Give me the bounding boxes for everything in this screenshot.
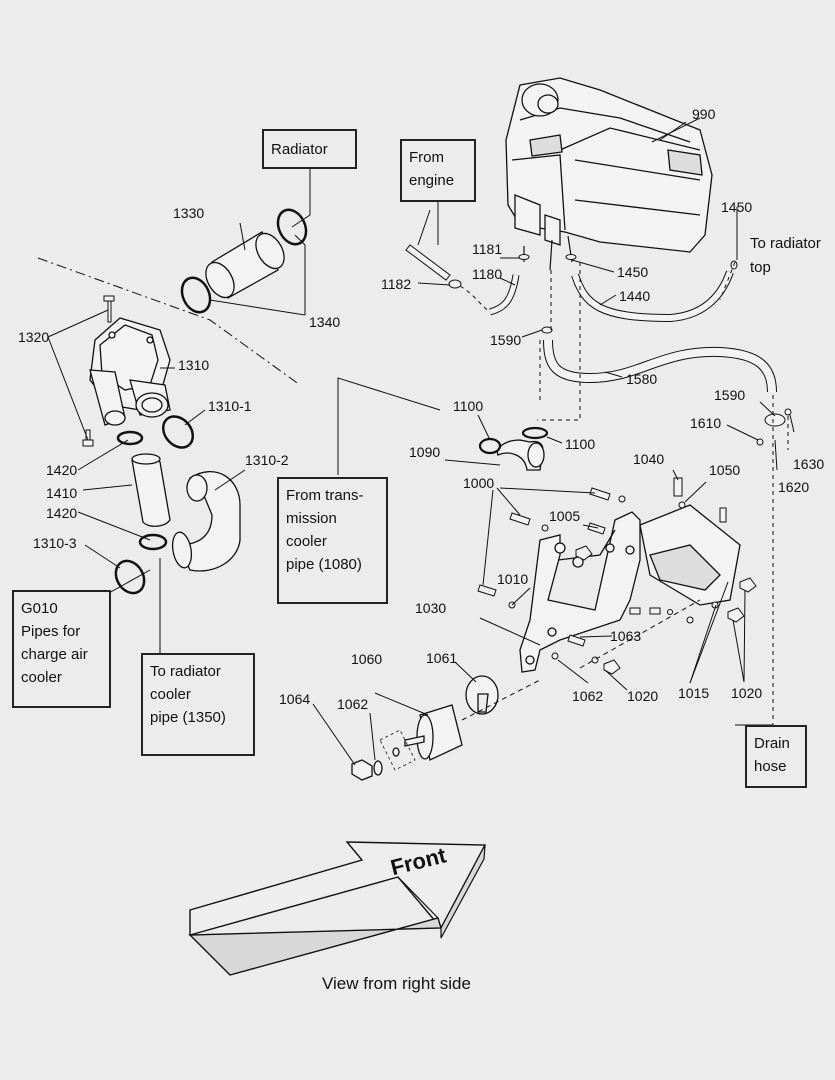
callout-1060: 1060 bbox=[351, 651, 383, 667]
clamps-1340 bbox=[180, 208, 308, 314]
callout-1630: 1630 bbox=[793, 456, 825, 472]
box-from-engine-line: engine bbox=[409, 172, 455, 189]
box-g010-line: cooler bbox=[21, 669, 62, 686]
hose-1310-2 bbox=[171, 471, 241, 572]
view-caption: View from right side bbox=[322, 974, 471, 993]
callout-1610: 1610 bbox=[690, 415, 722, 431]
callout-1062-left: 1062 bbox=[337, 696, 369, 712]
box-from-transmission: From trans- mission cooler pipe (1080) bbox=[277, 477, 388, 604]
callout-1064: 1064 bbox=[279, 691, 311, 707]
callout-1010: 1010 bbox=[497, 571, 529, 587]
box-g010-line: Pipes for bbox=[21, 623, 81, 640]
expansion-tank bbox=[505, 77, 713, 253]
box-radiator: Radiator bbox=[262, 129, 357, 169]
callout-1330: 1330 bbox=[173, 205, 205, 221]
callout-1450-top: 1450 bbox=[721, 199, 753, 215]
washer-1061 bbox=[465, 675, 499, 715]
box-radiator-line: Radiator bbox=[271, 141, 328, 158]
box-g010-line: G010 bbox=[21, 600, 58, 617]
box-from-transmission-line: mission bbox=[286, 510, 337, 527]
callout-1181: 1181 bbox=[472, 241, 503, 257]
box-to-radiator-cooler: To radiator cooler pipe (1350) bbox=[141, 653, 255, 756]
fitting-1182 bbox=[405, 244, 462, 289]
bracket-fasteners bbox=[477, 477, 757, 675]
callout-1063: 1063 bbox=[610, 628, 642, 644]
box-from-engine-line: From bbox=[409, 149, 444, 166]
callout-1420-a: 1420 bbox=[46, 462, 78, 478]
callout-1182: 1182 bbox=[381, 276, 412, 292]
callout-990: 990 bbox=[692, 106, 716, 122]
box-to-radiator-cooler-line: cooler bbox=[150, 686, 191, 703]
callout-1440: 1440 bbox=[619, 288, 651, 304]
thermostat-housing-1310 bbox=[89, 317, 171, 426]
box-from-transmission-line: pipe (1080) bbox=[286, 556, 362, 573]
tank-hoses bbox=[488, 235, 777, 393]
callout-1420-b: 1420 bbox=[46, 505, 78, 521]
callout-1410: 1410 bbox=[46, 485, 78, 501]
callout-1310: 1310 bbox=[178, 357, 210, 373]
box-to-radiator-cooler-line: To radiator bbox=[150, 663, 221, 680]
callout-1310-3: 1310-3 bbox=[33, 535, 77, 551]
callout-1050: 1050 bbox=[709, 462, 741, 478]
callout-1061: 1061 bbox=[426, 650, 458, 666]
callout-1100-left: 1100 bbox=[453, 398, 484, 414]
callout-1005: 1005 bbox=[549, 508, 581, 524]
callout-1590-right: 1590 bbox=[714, 387, 746, 403]
callout-1040: 1040 bbox=[633, 451, 665, 467]
callout-1180: 1180 bbox=[472, 266, 503, 282]
leader-lines bbox=[47, 121, 795, 766]
front-arrow bbox=[188, 841, 487, 976]
box-drain-hose-line: Drain bbox=[754, 735, 790, 752]
bracket-1030 bbox=[519, 504, 741, 673]
note-to-radiator-top: To radiator top bbox=[750, 232, 821, 280]
hose-1410 bbox=[131, 453, 171, 527]
callout-1100-right: 1100 bbox=[565, 436, 596, 452]
callout-1620: 1620 bbox=[778, 479, 810, 495]
callout-1000: 1000 bbox=[463, 475, 495, 491]
note-to-radiator-top-line: top bbox=[750, 259, 771, 276]
callout-1062-right: 1062 bbox=[572, 688, 604, 704]
nut-1064 bbox=[351, 747, 400, 781]
callout-1320: 1320 bbox=[18, 329, 50, 345]
box-drain-hose: Drain hose bbox=[745, 725, 807, 788]
clamps-1310-1-1420 bbox=[114, 415, 195, 595]
box-drain-hose-line: hose bbox=[754, 758, 787, 775]
box-from-transmission-line: cooler bbox=[286, 533, 327, 550]
callout-1015: 1015 bbox=[678, 685, 710, 701]
callout-1310-1: 1310-1 bbox=[208, 398, 252, 414]
callout-1340: 1340 bbox=[309, 314, 341, 330]
callout-1090: 1090 bbox=[409, 444, 441, 460]
callout-1590-left: 1590 bbox=[490, 332, 522, 348]
callout-1020-a: 1020 bbox=[627, 688, 659, 704]
hose-1330 bbox=[205, 231, 285, 299]
bolts-1320 bbox=[82, 295, 115, 447]
callout-1310-2: 1310-2 bbox=[245, 452, 289, 468]
box-g010-line: charge air bbox=[21, 646, 88, 663]
box-from-engine: From engine bbox=[400, 139, 476, 202]
box-g010: G010 Pipes for charge air cooler bbox=[12, 590, 111, 708]
mount-1060 bbox=[404, 704, 463, 761]
elbow-1090 bbox=[496, 439, 545, 471]
box-from-transmission-line: From trans- bbox=[286, 487, 364, 504]
callout-1030: 1030 bbox=[415, 600, 447, 616]
note-to-radiator-top-line: To radiator bbox=[750, 235, 821, 252]
callout-1450-mid: 1450 bbox=[617, 264, 649, 280]
callout-1020-b: 1020 bbox=[731, 685, 763, 701]
box-to-radiator-cooler-line: pipe (1350) bbox=[150, 709, 226, 726]
callout-1580: 1580 bbox=[626, 371, 658, 387]
